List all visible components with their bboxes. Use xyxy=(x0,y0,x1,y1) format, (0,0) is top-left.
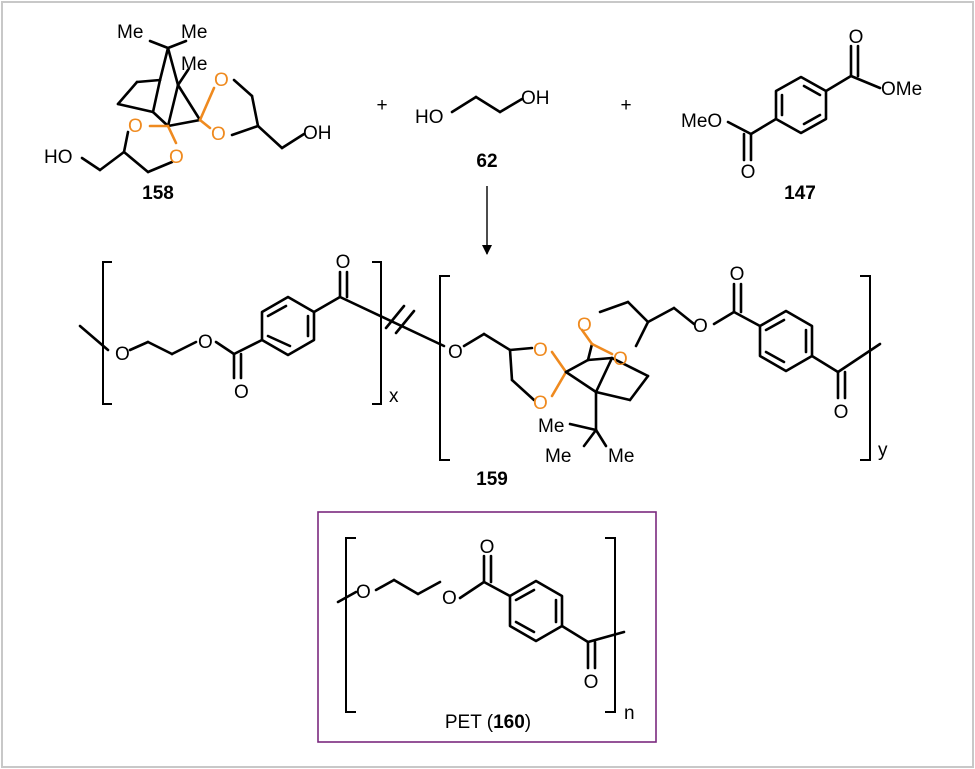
hydroxyl-label: HO xyxy=(415,107,444,128)
pet-box xyxy=(317,511,657,743)
oxygen-label: O xyxy=(336,252,351,273)
oxygen-label: O xyxy=(584,672,599,693)
methoxy-label: OMe xyxy=(881,79,922,100)
oxygen-label: O xyxy=(730,264,745,285)
oxygen-label: O xyxy=(211,124,226,145)
hydroxyl-label: OH xyxy=(303,123,332,144)
me-label: Me xyxy=(117,22,143,43)
oxygen-label: O xyxy=(693,316,708,337)
oxygen-label: O xyxy=(533,393,548,414)
oxygen-label: O xyxy=(834,402,849,423)
oxygen-label: O xyxy=(849,27,864,48)
compound-label-159: 159 xyxy=(476,469,508,490)
oxygen-label: O xyxy=(442,588,457,609)
oxygen-label: O xyxy=(741,162,756,183)
oxygen-label: O xyxy=(128,116,143,137)
compound-label-158: 158 xyxy=(142,183,174,204)
subscript-x: x xyxy=(389,386,399,407)
oxygen-label: O xyxy=(214,70,229,91)
me-label: Me xyxy=(545,446,571,467)
oxygen-label: O xyxy=(169,147,184,168)
compound-label-147: 147 xyxy=(784,183,816,204)
oxygen-label: O xyxy=(533,340,548,361)
plus-sign: + xyxy=(620,95,631,116)
hydroxyl-label: HO xyxy=(44,147,73,168)
me-label: Me xyxy=(181,22,207,43)
oxygen-label: O xyxy=(115,344,130,365)
subscript-n: n xyxy=(624,703,635,724)
oxygen-label: O xyxy=(577,315,592,336)
methoxy-label: MeO xyxy=(681,111,722,132)
compound-label-62: 62 xyxy=(476,151,497,172)
compound-147: O OMe MeO O 147 xyxy=(681,27,922,204)
compound-158: Me Me Me O O O O OH HO 158 xyxy=(44,22,332,204)
compound-160: n O O O O PET (160) xyxy=(336,537,635,733)
compound-62: HO OH 62 xyxy=(415,88,550,172)
subscript-y: y xyxy=(878,440,888,461)
oxygen-label: O xyxy=(234,382,249,403)
me-label: Me xyxy=(181,54,207,75)
compound-159: x O O O O y xyxy=(78,252,888,490)
plus-sign: + xyxy=(376,95,387,116)
hydroxyl-label: OH xyxy=(521,88,550,109)
oxygen-label: O xyxy=(356,582,371,603)
me-label: Me xyxy=(538,416,564,437)
oxygen-label: O xyxy=(448,342,463,363)
me-label: Me xyxy=(608,446,634,467)
oxygen-label: O xyxy=(480,537,495,558)
oxygen-label: O xyxy=(613,349,628,370)
oxygen-label: O xyxy=(198,332,213,353)
pet-caption: PET (160) xyxy=(445,712,531,733)
